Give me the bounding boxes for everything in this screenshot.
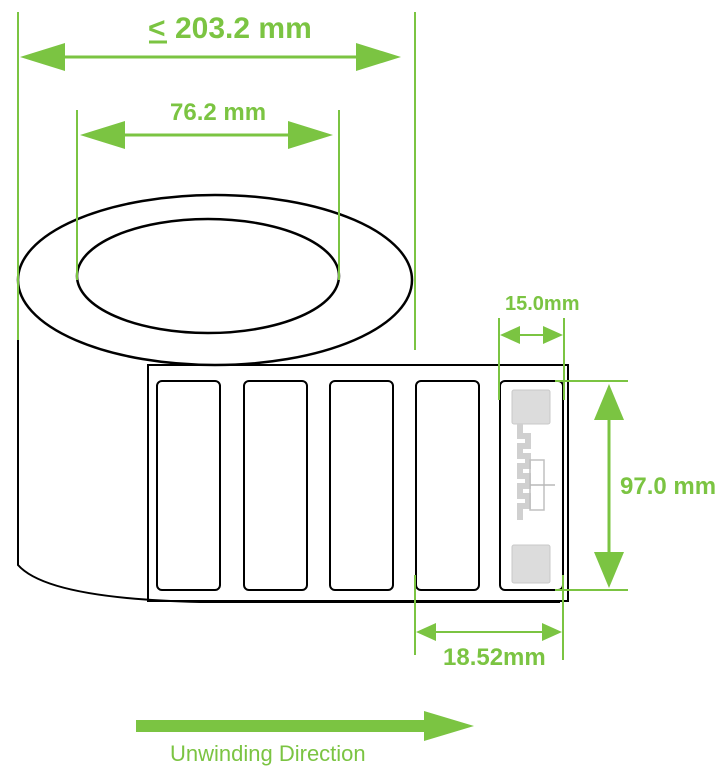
label-3 bbox=[329, 380, 394, 591]
label-2 bbox=[243, 380, 308, 591]
dim-label-height-arrow-top bbox=[594, 384, 624, 420]
core-hole bbox=[75, 217, 341, 335]
dim-label-pitch-label: 18.52mm bbox=[443, 644, 546, 671]
dim-core-arrow-right bbox=[288, 121, 333, 149]
unwinding-direction: Unwinding Direction bbox=[136, 711, 474, 766]
label-4 bbox=[415, 380, 480, 591]
dim-label-pitch: 18.52mm bbox=[414, 575, 564, 671]
rfid-inlay bbox=[511, 389, 555, 584]
dim-label-width-label: 15.0mm bbox=[505, 293, 580, 315]
dim-max-width-label: 203.2 mm bbox=[175, 12, 312, 45]
dim-label-width: 15.0mm bbox=[498, 293, 580, 400]
label-1 bbox=[156, 380, 221, 591]
dim-label-height-arrow-bottom bbox=[594, 552, 624, 588]
dim-core: 76.2 mm bbox=[76, 99, 340, 280]
dim-max-width-symbol: < bbox=[148, 12, 166, 45]
dim-label-height: 97.0 mm bbox=[555, 380, 716, 591]
dim-label-width-arrow-right bbox=[543, 326, 563, 344]
dim-label-pitch-arrow-right bbox=[542, 623, 562, 641]
dim-label-width-arrow-left bbox=[500, 326, 520, 344]
unwinding-arrow-shaft bbox=[136, 720, 432, 732]
dim-core-arrow-left bbox=[80, 121, 125, 149]
dim-max-width: < 203.2 mm bbox=[17, 12, 416, 350]
label-web bbox=[147, 364, 569, 602]
roll-body bbox=[17, 275, 415, 603]
label-liner bbox=[147, 364, 569, 602]
dim-core-label: 76.2 mm bbox=[170, 99, 266, 126]
dim-label-pitch-arrow-left bbox=[416, 623, 436, 641]
unwinding-arrow-head bbox=[424, 711, 474, 741]
label-5 bbox=[499, 380, 564, 591]
dim-label-height-label: 97.0 mm bbox=[620, 473, 716, 500]
unwinding-direction-caption: Unwinding Direction bbox=[170, 741, 366, 766]
dim-max-width-arrow-left bbox=[20, 43, 65, 71]
dim-max-width-arrow-right bbox=[356, 43, 401, 71]
